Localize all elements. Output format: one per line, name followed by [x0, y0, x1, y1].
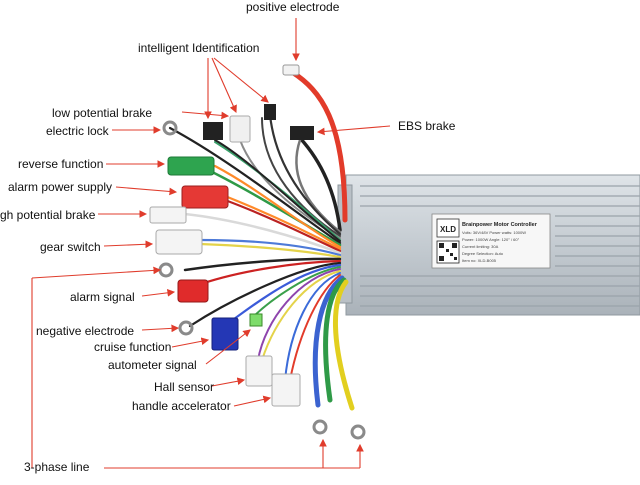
phase-green-wire [323, 277, 347, 403]
reverse-connector [167, 156, 215, 176]
annotation-arrows [31, 18, 391, 469]
plate-line: Volts: 36V/48V Power watts: 1000W [462, 230, 526, 235]
negative-ring [178, 320, 194, 336]
ebs-connector [290, 126, 314, 140]
housing-fins [360, 185, 640, 307]
label-handle-accelerator: handle accelerator [132, 399, 231, 413]
label-intelligent-identification: intelligent Identification [138, 41, 260, 55]
identification-plug-white [229, 115, 251, 143]
label-high-potential-brake: gh potential brake [0, 208, 96, 222]
identification-connector [264, 104, 276, 120]
label-autometer-signal: autometer signal [108, 358, 197, 372]
autometer-connector [249, 313, 263, 327]
label-hall-sensor: Hall sensor [154, 380, 215, 394]
hall-sensor-connector [245, 355, 273, 387]
alarm-power-connector [181, 185, 229, 209]
label-electric-lock: electric lock [46, 124, 109, 138]
ebs-wire [298, 136, 342, 232]
plate-line: Current limiting: 30A [462, 244, 499, 249]
accelerator-connector [271, 373, 301, 407]
label-ebs-brake: EBS brake [398, 119, 456, 133]
brand-text: XLD [440, 225, 456, 234]
wire-harness [168, 69, 355, 411]
positive-wire [289, 69, 348, 223]
plate-title: Brainpower Motor Controller [462, 222, 538, 228]
alarm-signal-connector [177, 279, 209, 303]
phase-yellow-wire [333, 279, 355, 411]
plate-line: Degree Selection: Auto [462, 251, 504, 256]
electric-lock-ring [162, 120, 178, 136]
label-positive-electrode: positive electrode [246, 0, 340, 14]
phase-ring-2 [350, 424, 366, 440]
label-gear-switch: gear switch [40, 240, 101, 254]
phase-blue-wire [312, 275, 345, 408]
label-cruise-function: cruise function [94, 340, 172, 354]
phase-ring-1 [312, 419, 328, 435]
label-alarm-power-supply: alarm power supply [8, 180, 113, 194]
ground-ring [158, 262, 174, 278]
high-brake-connector [149, 206, 187, 224]
cruise-connector [211, 317, 239, 351]
label-3-phase-line: 3-phase line [24, 460, 90, 474]
positive-terminal [282, 64, 300, 76]
brand-logo [436, 218, 460, 238]
label-low-potential-brake: low potential brake [52, 106, 153, 120]
plate-line: Item no: XLD-B005 [462, 258, 497, 263]
label-alarm-signal: alarm signal [70, 290, 135, 304]
controller-housing: XLD Brainpower Motor Controller Volts: 3… [337, 174, 640, 316]
low-brake-connector [203, 122, 223, 140]
plate-line: Power: 1000W Angle: 120° / 60° [462, 237, 520, 242]
gear-switch-connector [155, 229, 203, 255]
label-negative-electrode: negative electrode [36, 324, 135, 338]
label-reverse-function: reverse function [18, 157, 104, 171]
connectors [149, 64, 366, 440]
